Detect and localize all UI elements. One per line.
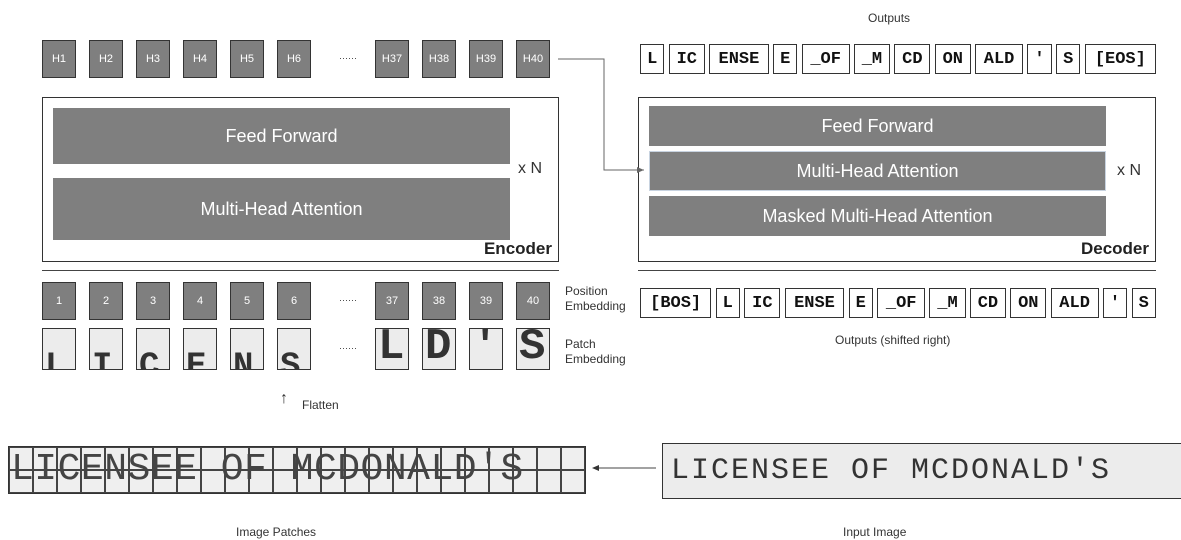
image-patch-cell <box>57 447 81 470</box>
image-patch-cell <box>81 447 105 470</box>
image-patch-cell <box>249 447 273 470</box>
input-image-text: LICENSEE OF MCDONALD'S <box>671 444 1111 498</box>
image-patch-cell <box>393 447 417 470</box>
image-patch-cell <box>417 447 441 470</box>
input-image-label: Input Image <box>843 525 906 539</box>
image-patch-cell <box>465 447 489 470</box>
image-patch-cell <box>177 447 201 470</box>
image-patch-cell <box>9 447 33 470</box>
image-patch-cell <box>369 470 393 493</box>
image-patch-cell <box>537 447 561 470</box>
image-patch-cell <box>129 470 153 493</box>
image-patches-strip: LICENSEE OF MCDONALD'S <box>8 446 586 494</box>
image-patch-cell <box>33 470 57 493</box>
image-patch-cell <box>489 470 513 493</box>
image-patch-cell <box>465 470 489 493</box>
image-patch-cell <box>369 447 393 470</box>
image-patch-cell <box>537 470 561 493</box>
image-patch-cell <box>33 447 57 470</box>
image-patch-cell <box>441 470 465 493</box>
image-patch-cell <box>273 470 297 493</box>
image-patch-cell <box>153 447 177 470</box>
image-patch-cell <box>321 447 345 470</box>
image-patch-cell <box>9 470 33 493</box>
image-patch-cell <box>345 447 369 470</box>
image-patch-cell <box>225 447 249 470</box>
image-patch-cell <box>201 447 225 470</box>
image-patch-cell <box>489 447 513 470</box>
image-patch-cell <box>153 470 177 493</box>
image-patch-cell <box>441 447 465 470</box>
image-patch-cell <box>81 470 105 493</box>
image-patch-cell <box>249 470 273 493</box>
image-patch-cell <box>273 447 297 470</box>
image-patch-cell <box>345 470 369 493</box>
image-patch-cell <box>129 447 153 470</box>
image-patch-cell <box>393 470 417 493</box>
image-patch-cell <box>321 470 345 493</box>
image-patch-cell <box>201 470 225 493</box>
image-patch-cell <box>297 447 321 470</box>
image-patch-cell <box>105 447 129 470</box>
input-image: LICENSEE OF MCDONALD'S <box>662 443 1181 499</box>
image-patch-cell <box>225 470 249 493</box>
image-patch-cell <box>105 470 129 493</box>
image-patch-cell <box>417 470 441 493</box>
image-patch-cell <box>297 470 321 493</box>
image-patches-label: Image Patches <box>236 525 316 539</box>
image-patch-cell <box>561 447 585 470</box>
image-patch-cell <box>513 470 537 493</box>
image-patches-grid <box>9 447 585 493</box>
image-patch-cell <box>561 470 585 493</box>
image-patch-cell <box>177 470 201 493</box>
image-patch-cell <box>513 447 537 470</box>
image-patch-cell <box>57 470 81 493</box>
